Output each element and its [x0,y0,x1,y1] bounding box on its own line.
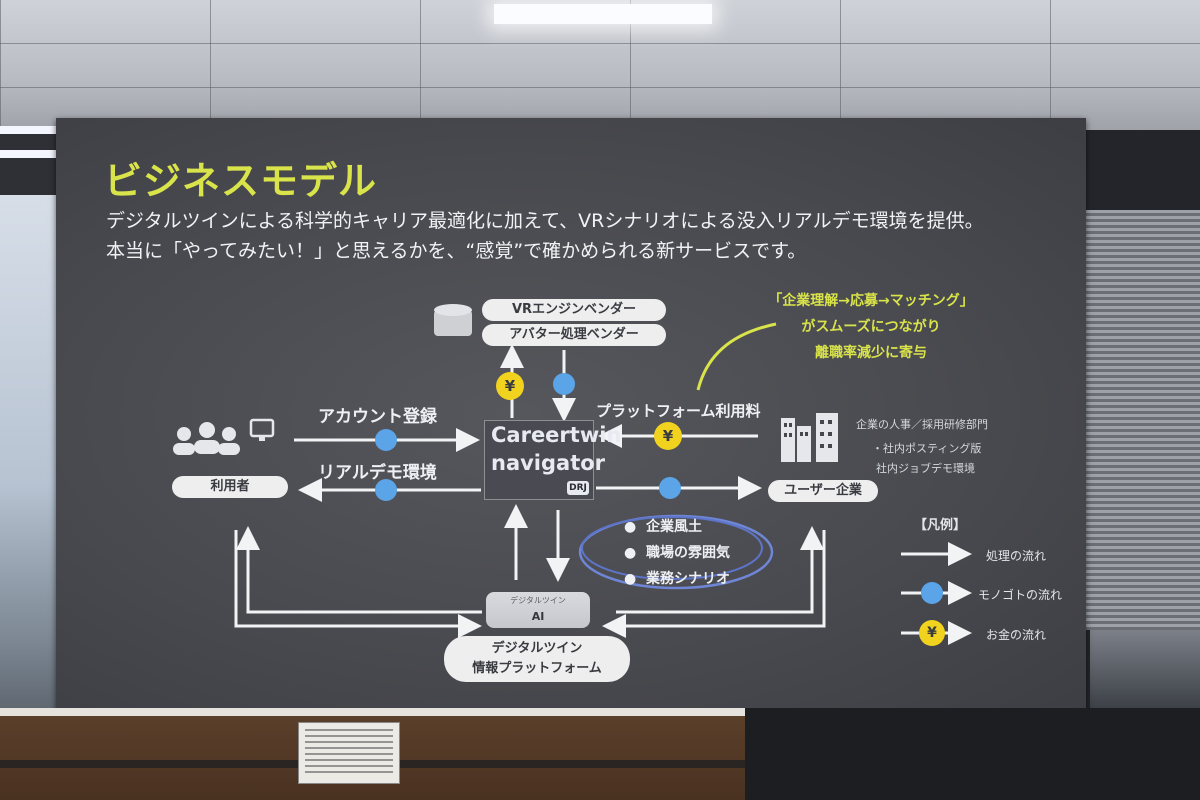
bullet-business-scenario: ● 業務シナリオ [624,571,730,587]
ceiling-light-left [0,126,62,134]
legend-dot-goods [921,582,943,604]
yen-coin-vendor: ¥ [496,372,524,400]
legend-yen-coin: ¥ [919,620,945,646]
window-blinds [1085,210,1200,630]
flow-dot-vendor [553,373,575,395]
vendor-vr-engine: VRエンジンベンダー [482,299,666,321]
flow-dot-demo [375,479,397,501]
ceiling [0,0,1200,158]
bullet-workplace-atmosphere-text: 職場の雰囲気 [645,545,730,561]
callout-line-1: 「企業理解→応募→マッチング」 [768,293,974,309]
window-right-low [1090,630,1200,710]
flow-dot-corp [659,477,681,499]
digital-twin-platform: デジタルツイン 情報プラットフォーム [444,636,630,682]
flow-dots [375,373,943,604]
ai-box-top: デジタルツイン [510,596,566,605]
logo-line-2: navigator [491,451,606,475]
corp-label: ユーザー企業 [768,480,878,502]
bullet-corporate-culture-text: 企業風土 [645,519,702,535]
slide-title: ビジネスモデル [104,159,378,203]
careertwin-navigator-logo: Careertwin navigator DRJ [484,420,621,500]
bullet-workplace-atmosphere: ● 職場の雰囲気 [624,545,730,561]
callout-line-3: 離職率減少に寄与 [815,345,927,361]
logo-badge: DRJ [567,481,589,495]
platform-line-2: 情報プラットフォーム [472,661,602,676]
legend-goods-flow: モノゴトの流れ [978,588,1063,602]
label-account-registration: アカウント登録 [318,407,437,427]
ai-box-main: AI [531,610,545,623]
legend-money-flow: お金の流れ [986,628,1047,642]
legend-title: 【凡例】 [914,518,967,533]
corp-note-3: 社内ジョブデモ環境 [876,462,975,475]
room-floor-right [745,708,1200,800]
digital-twin-ai-box: デジタルツイン AI [486,592,590,628]
yen-coin-platform-fee: ¥ [654,422,682,450]
projection-screen: ビジネスモデル デジタルツインによる科学的キャリア最適化に加えて、VRシナリオに… [56,118,1086,712]
slide-subtitle-line-2: 本当に「やってみたい！」と思えるかを、“感覚”で確かめられる新サービスです。 [106,240,807,262]
slide-subtitle-line-1: デジタルツインによる科学的キャリア最適化に加えて、VRシナリオによる没入リアルデ… [106,210,984,232]
bullet-corporate-culture: ● 企業風土 [624,519,702,535]
flow-dot-account [375,429,397,451]
vendor-avatar-processing: アバター処理ベンダー [482,324,666,346]
notice-sticker [298,722,400,784]
callout-line-2: がスムーズにつながり [801,319,941,335]
ceiling-light [494,4,712,24]
corp-note-2: ・社内ポスティング版 [872,442,982,455]
ceiling-light-left-2 [0,150,62,158]
legend-process-flow: 処理の流れ [986,549,1047,563]
window-left [0,195,56,720]
bullet-business-scenario-text: 業務シナリオ [645,571,730,587]
logo-line-1: Careertwin [491,423,622,447]
label-real-demo: リアルデモ環境 [318,463,437,483]
corp-note-1: 企業の人事／採用研修部門 [856,418,988,431]
user-label: 利用者 [172,476,288,498]
label-platform-fee: プラットフォーム利用料 [596,402,761,420]
platform-line-1: デジタルツイン [491,641,583,656]
